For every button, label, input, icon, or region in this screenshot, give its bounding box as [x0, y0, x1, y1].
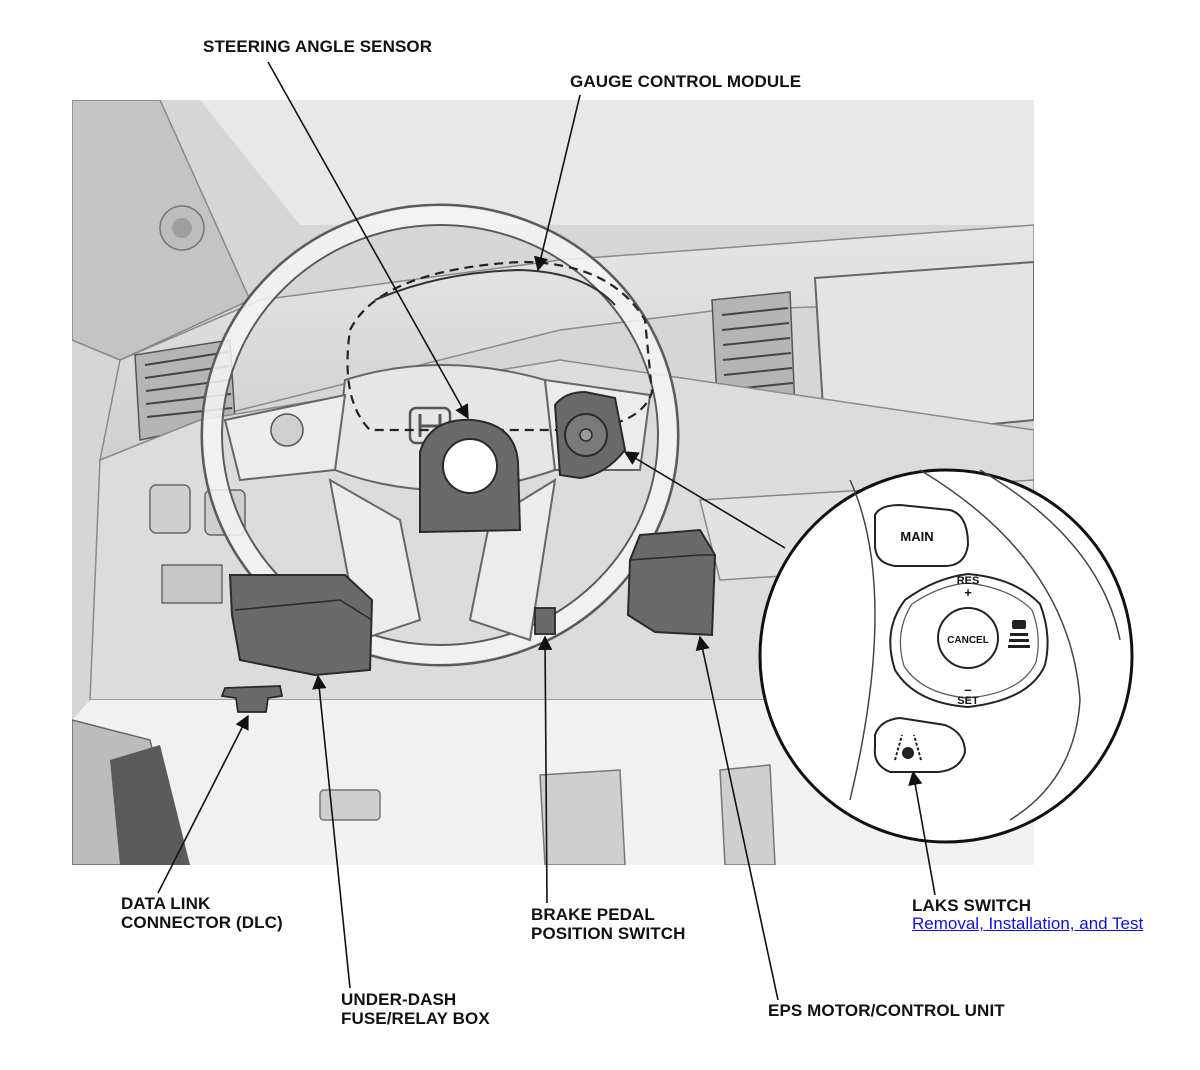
brake-pedal-switch-label: BRAKE PEDAL POSITION SWITCH [531, 905, 686, 943]
main-button-label[interactable]: MAIN [900, 529, 933, 544]
under-dash-fuse-box-label: UNDER-DASH FUSE/RELAY BOX [341, 990, 490, 1028]
plus-sign-label: + [964, 585, 972, 600]
brake-pedal-switch-line-1: BRAKE PEDAL [531, 905, 655, 924]
data-link-connector-line-1: DATA LINK [121, 894, 211, 913]
gauge-control-module-label: GAUGE CONTROL MODULE [570, 72, 802, 91]
following-distance-icon[interactable] [1008, 620, 1030, 648]
eps-motor-label: EPS MOTOR/CONTROL UNIT [768, 1001, 1005, 1020]
under-dash-fuse-box-line-2: FUSE/RELAY BOX [341, 1009, 490, 1028]
res-button-label[interactable]: RES [957, 575, 980, 587]
lane-keep-assist-icon[interactable] [894, 734, 922, 761]
leader-lines [157, 61, 936, 1001]
laks-switch-inset: MAIN CANCEL RES + – SET [758, 468, 1134, 844]
steering-angle-sensor-label: STEERING ANGLE SENSOR [203, 37, 433, 56]
data-link-connector-label: DATA LINK CONNECTOR (DLC) [121, 894, 283, 932]
minus-sign-label: – [964, 682, 971, 697]
set-button-label[interactable]: SET [957, 695, 979, 707]
cancel-button-label[interactable]: CANCEL [947, 635, 989, 646]
under-dash-fuse-box-line-1: UNDER-DASH [341, 990, 457, 1009]
laks-switch-label: LAKS SWITCH [912, 896, 1032, 915]
main-button-shape [874, 503, 970, 567]
data-link-connector-line-2: CONNECTOR (DLC) [121, 913, 283, 932]
removal-installation-test-link[interactable]: Removal, Installation, and Test [912, 914, 1144, 933]
brake-pedal-switch-line-2: POSITION SWITCH [531, 924, 686, 943]
